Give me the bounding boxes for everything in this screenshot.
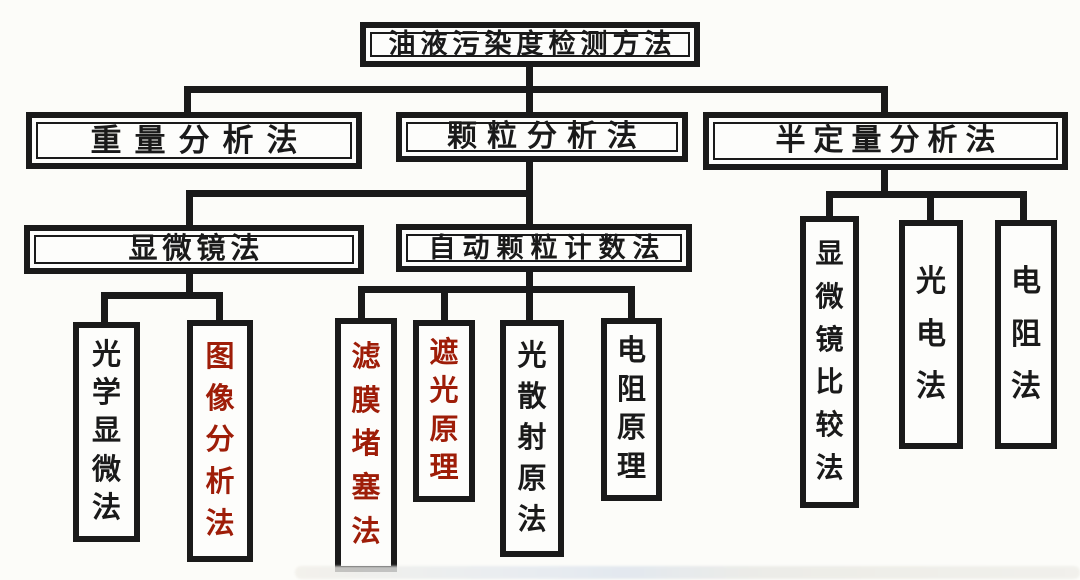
node-label: 显微镜法	[128, 233, 265, 265]
node-label-char: 分	[205, 424, 235, 457]
node-label-char: 塞	[351, 472, 381, 505]
connector-drop-resistp	[628, 286, 635, 319]
node-label: 自动颗粒计数法	[428, 232, 667, 263]
node-label-char: 理	[429, 451, 459, 484]
node-label-char: 显	[91, 415, 121, 448]
node-label-char: 微	[91, 453, 121, 486]
connector-autocount-children-horizontal	[358, 286, 635, 293]
node-label-char: 法	[205, 508, 235, 541]
node-label-char: 电	[916, 317, 946, 351]
node-label-char: 电	[616, 335, 646, 368]
connector-level2-horizontal	[184, 86, 888, 93]
node-label-char: 遮	[429, 337, 459, 370]
node-particle-analysis: 颗粒分析法	[396, 112, 688, 162]
node-label-char: 滤	[351, 340, 381, 373]
connector-drop-photoelec	[927, 191, 934, 221]
node-light-scattering-principle: 光散射原法	[500, 320, 564, 557]
node-label-char: 较	[815, 410, 844, 442]
node-label: 重量分析法	[90, 123, 311, 158]
node-label-char: 学	[91, 377, 121, 410]
node-photoelectric-method: 光电法	[899, 220, 963, 449]
node-label-char: 电	[1011, 264, 1041, 298]
connector-drop-resistm	[1020, 191, 1027, 221]
node-label-char: 像	[205, 382, 235, 415]
node-label-char: 显	[815, 238, 844, 270]
node-label-char: 微	[815, 281, 844, 313]
node-label-char: 法	[1011, 370, 1041, 404]
connector-drop-microscope	[186, 190, 193, 226]
connector-drop-membrane	[358, 286, 365, 319]
node-label-char: 原	[517, 463, 547, 495]
connector-drop-optical	[101, 292, 108, 323]
node-label-char: 镜	[815, 324, 844, 356]
node-label-char: 光	[91, 339, 121, 372]
node-gravimetric-analysis: 重量分析法	[26, 112, 362, 169]
connector-semiquant-children-horizontal	[826, 191, 1027, 198]
node-label-char: 射	[517, 422, 547, 454]
node-label-char: 法	[517, 504, 547, 536]
connector-drop-lightblock	[441, 286, 448, 321]
node-label-char: 原	[616, 412, 646, 445]
node-label-char: 光	[517, 340, 547, 372]
node-label-char: 光	[916, 264, 946, 298]
node-electrical-resistance-method: 电阻法	[995, 220, 1057, 449]
connector-drop-gravimetric	[184, 86, 191, 113]
node-label-char: 图	[205, 340, 235, 373]
node-filter-membrane-blockage: 滤膜堵塞法	[335, 318, 397, 572]
node-label-char: 散	[517, 381, 547, 413]
node-label-char: 光	[429, 375, 459, 408]
node-optical-microscopy: 光学显微法	[73, 322, 140, 542]
node-label-char: 膜	[351, 384, 381, 417]
connector-drop-image	[216, 292, 223, 321]
node-label-char: 原	[429, 413, 459, 446]
node-label-char: 阻	[1011, 317, 1041, 351]
node-label: 油液污染度检测方法	[388, 29, 677, 59]
node-microscope-method: 显微镜法	[24, 225, 364, 274]
node-label-char: 理	[616, 450, 646, 483]
node-label-char: 比	[815, 367, 844, 399]
node-label: 颗粒分析法	[447, 120, 647, 153]
node-semi-quantitative-analysis: 半定量分析法	[703, 112, 1068, 170]
scan-artifact-band	[295, 566, 1080, 579]
node-label-char: 法	[351, 516, 381, 549]
connector-drop-microcomp	[826, 191, 833, 217]
connector-microscope-children-horizontal	[101, 292, 223, 299]
node-label-char: 阻	[616, 373, 646, 406]
node-label-char: 析	[205, 466, 235, 499]
connector-semiquant-down	[881, 168, 888, 194]
node-label-char: 堵	[351, 428, 381, 461]
connector-drop-semiquant	[881, 86, 888, 113]
connector-level3-horizontal	[186, 190, 533, 197]
node-root-oil-contamination-detection-method: 油液污染度检测方法	[360, 22, 700, 67]
node-label-char: 法	[815, 453, 844, 485]
node-label: 半定量分析法	[775, 124, 1004, 157]
node-label-char: 法	[91, 491, 121, 524]
node-image-analysis: 图像分析法	[187, 320, 253, 562]
node-label-char: 法	[916, 370, 946, 404]
node-automatic-particle-counting: 自动颗粒计数法	[396, 224, 692, 272]
connector-microscope-down	[186, 272, 193, 299]
node-electrical-resistance-principle: 电阻原理	[601, 318, 662, 501]
connector-autocount-down	[526, 270, 533, 321]
node-microscope-comparison-method: 显微镜比较法	[800, 216, 859, 508]
node-light-extinction-principle: 遮光原理	[413, 320, 475, 502]
